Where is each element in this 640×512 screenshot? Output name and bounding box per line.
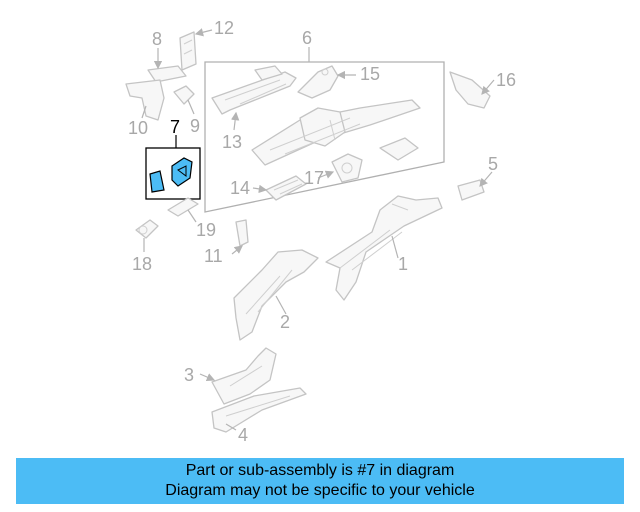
callout-10: 10: [128, 118, 148, 138]
callout-4: 4: [238, 425, 248, 445]
part-17[interactable]: [317, 153, 363, 183]
part-12[interactable]: [179, 28, 213, 71]
part-3[interactable]: [199, 347, 277, 405]
part-7[interactable]: [145, 135, 201, 200]
part-11[interactable]: [231, 219, 249, 255]
callout-16: 16: [496, 70, 516, 90]
callout-17: 17: [304, 168, 324, 188]
callout-19: 19: [196, 220, 216, 240]
callout-6: 6: [302, 28, 312, 48]
callout-11: 11: [204, 246, 223, 266]
part-19[interactable]: [167, 197, 199, 223]
assembly-6-outline: [204, 61, 445, 213]
callout-3: 3: [184, 365, 194, 385]
part-14[interactable]: [252, 175, 307, 201]
part-4[interactable]: [211, 387, 307, 433]
callout-18: 18: [132, 254, 152, 274]
part-6[interactable]: [251, 99, 421, 166]
callout-2: 2: [280, 312, 290, 332]
callout-12: 12: [214, 18, 234, 38]
part-1[interactable]: [325, 195, 443, 301]
part-16[interactable]: [449, 71, 495, 109]
part-5[interactable]: [457, 171, 493, 201]
callout-9: 9: [190, 116, 200, 136]
callout-5: 5: [488, 154, 498, 174]
callout-14: 14: [230, 178, 250, 198]
callout-13: 13: [222, 132, 242, 152]
banner-line-1: Part or sub-assembly is #7 in diagram: [185, 462, 455, 479]
part-15[interactable]: [297, 65, 356, 99]
parts-diagram: 1 2 3 4 5 6 7 8 9 10 11 12 13 14 15 16 1…: [125, 18, 516, 445]
banner-line-2: Diagram may not be specific to your vehi…: [165, 482, 475, 499]
part-2[interactable]: [233, 249, 319, 341]
part-18[interactable]: [135, 219, 159, 252]
part-13[interactable]: [211, 65, 297, 131]
part-10[interactable]: [125, 79, 165, 121]
callout-15: 15: [360, 64, 380, 84]
callout-8: 8: [152, 29, 162, 49]
callout-1: 1: [398, 254, 408, 274]
callout-7: 7: [170, 117, 180, 137]
part-9[interactable]: [173, 85, 195, 115]
info-banner: Part or sub-assembly is #7 in diagram Di…: [16, 458, 624, 504]
part-8[interactable]: [147, 48, 187, 83]
